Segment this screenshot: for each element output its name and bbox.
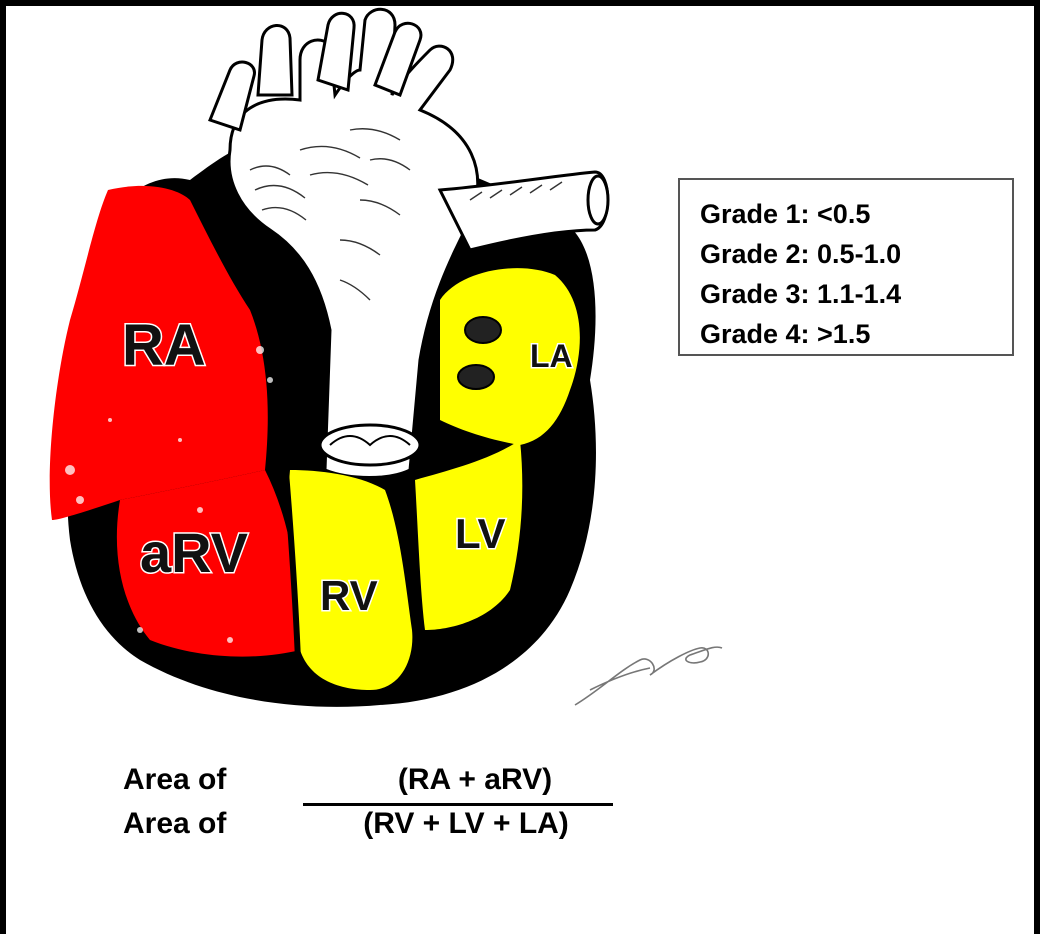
grade-line-4: Grade 4: >1.5 xyxy=(700,314,1012,354)
pulmonary-artery-lumen xyxy=(588,176,608,224)
formula-denominator: (RV + LV + LA) xyxy=(301,807,631,841)
figure-canvas: RA aRV RV LV LA Grade 1: <0.5 Grade 2: 0… xyxy=(6,6,1034,934)
grade-line-1: Grade 1: <0.5 xyxy=(700,194,1012,234)
label-rv: RV xyxy=(320,572,378,619)
formula-label-bottom: Area of xyxy=(123,807,226,841)
formula-label-top: Area of xyxy=(123,763,226,797)
label-la: LA xyxy=(530,338,573,374)
pulmonary-vein-upper xyxy=(465,317,501,343)
label-ra: RA xyxy=(122,313,206,378)
fraction-bar xyxy=(303,803,613,806)
pulmonary-vein-lower xyxy=(458,365,494,389)
formula-numerator: (RA + aRV) xyxy=(339,763,611,797)
artist-signature xyxy=(575,647,722,705)
brachiocephalic-vessel xyxy=(258,25,292,95)
carotid-vessel xyxy=(318,13,354,90)
label-lv: LV xyxy=(455,510,506,557)
grading-legend: Grade 1: <0.5 Grade 2: 0.5-1.0 Grade 3: … xyxy=(678,178,1014,356)
ratio-formula: Area of Area of (RA + aRV) (RV + LV + LA… xyxy=(123,759,623,849)
grade-line-3: Grade 3: 1.1-1.4 xyxy=(700,274,1012,314)
grade-line-2: Grade 2: 0.5-1.0 xyxy=(700,234,1012,274)
label-arv: aRV xyxy=(140,521,248,584)
